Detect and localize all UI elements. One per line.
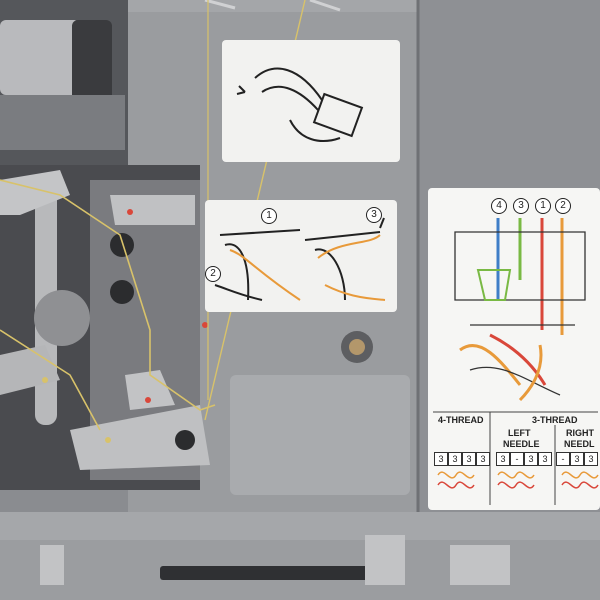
step-1-marker: 1 bbox=[261, 208, 277, 224]
thread-guide-wire-left bbox=[204, 0, 236, 10]
thread-number-2: 2 bbox=[555, 198, 571, 214]
thread-number-1: 1 bbox=[535, 198, 551, 214]
looper-tip bbox=[125, 370, 175, 410]
red-dot-2 bbox=[145, 397, 151, 403]
four-thread-tension-row: 3 3 3 3 bbox=[434, 452, 490, 466]
clip-right bbox=[450, 545, 510, 585]
panel-screw-head bbox=[349, 339, 365, 355]
tension-cell: 3 bbox=[496, 452, 510, 466]
clip-left bbox=[40, 545, 64, 585]
tension-cell: 3 bbox=[448, 452, 462, 466]
left-needle-tension-row: 3 - 3 3 bbox=[496, 452, 552, 466]
yellow-thread-main bbox=[0, 179, 216, 411]
middle-diagram-label bbox=[205, 200, 397, 312]
left-needle-label-2: NEEDLE bbox=[503, 439, 540, 449]
yellow-thread-lower bbox=[0, 329, 101, 431]
tension-cell: - bbox=[556, 452, 570, 466]
right-needle-label: RIGHT bbox=[566, 428, 594, 438]
handwheel-shaft bbox=[0, 20, 80, 95]
tension-cell: 3 bbox=[476, 452, 490, 466]
top-strip bbox=[128, 0, 418, 12]
top-diagram-label bbox=[222, 40, 400, 162]
clip-mid bbox=[365, 535, 405, 585]
four-thread-label: 4-THREAD bbox=[438, 415, 484, 425]
looper-cam-icon bbox=[236, 67, 364, 142]
three-thread-label: 3-THREAD bbox=[532, 415, 578, 425]
right-needle-label-2: NEEDL bbox=[564, 439, 595, 449]
gear-knob bbox=[72, 20, 112, 115]
step-2-marker: 2 bbox=[205, 266, 221, 282]
step-3-marker: 3 bbox=[366, 207, 382, 223]
stitch-swatches bbox=[437, 471, 599, 489]
red-dot-3 bbox=[202, 322, 208, 328]
thread-number-4: 4 bbox=[491, 198, 507, 214]
tension-cell: 3 bbox=[538, 452, 552, 466]
tension-cell: 3 bbox=[584, 452, 598, 466]
lower-looper-arm bbox=[70, 405, 210, 470]
screw-c bbox=[175, 430, 195, 450]
tension-cell: 3 bbox=[434, 452, 448, 466]
upper-cover-edge bbox=[0, 95, 125, 150]
tension-cell: - bbox=[510, 452, 524, 466]
yellow-dot-2 bbox=[105, 437, 111, 443]
thread-guide-wire-right bbox=[309, 0, 341, 12]
threading-step-diagram bbox=[214, 217, 386, 301]
tension-cell: 3 bbox=[570, 452, 584, 466]
right-needle-tension-row: - 3 3 bbox=[556, 452, 598, 466]
red-dot-1 bbox=[127, 209, 133, 215]
looper-hub bbox=[34, 290, 90, 346]
upper-looper-arm bbox=[0, 170, 70, 215]
tension-cell: 3 bbox=[524, 452, 538, 466]
chart-needle-paths bbox=[454, 218, 586, 402]
lower-cover-block bbox=[230, 375, 410, 495]
left-needle-label: LEFT bbox=[508, 428, 531, 438]
yellow-dot-1 bbox=[42, 377, 48, 383]
screw-a bbox=[110, 233, 134, 257]
screw-b bbox=[110, 280, 134, 304]
spring-coil bbox=[160, 566, 370, 580]
looper-bracket bbox=[110, 195, 195, 225]
tension-cell: 3 bbox=[462, 452, 476, 466]
thread-number-3: 3 bbox=[513, 198, 529, 214]
